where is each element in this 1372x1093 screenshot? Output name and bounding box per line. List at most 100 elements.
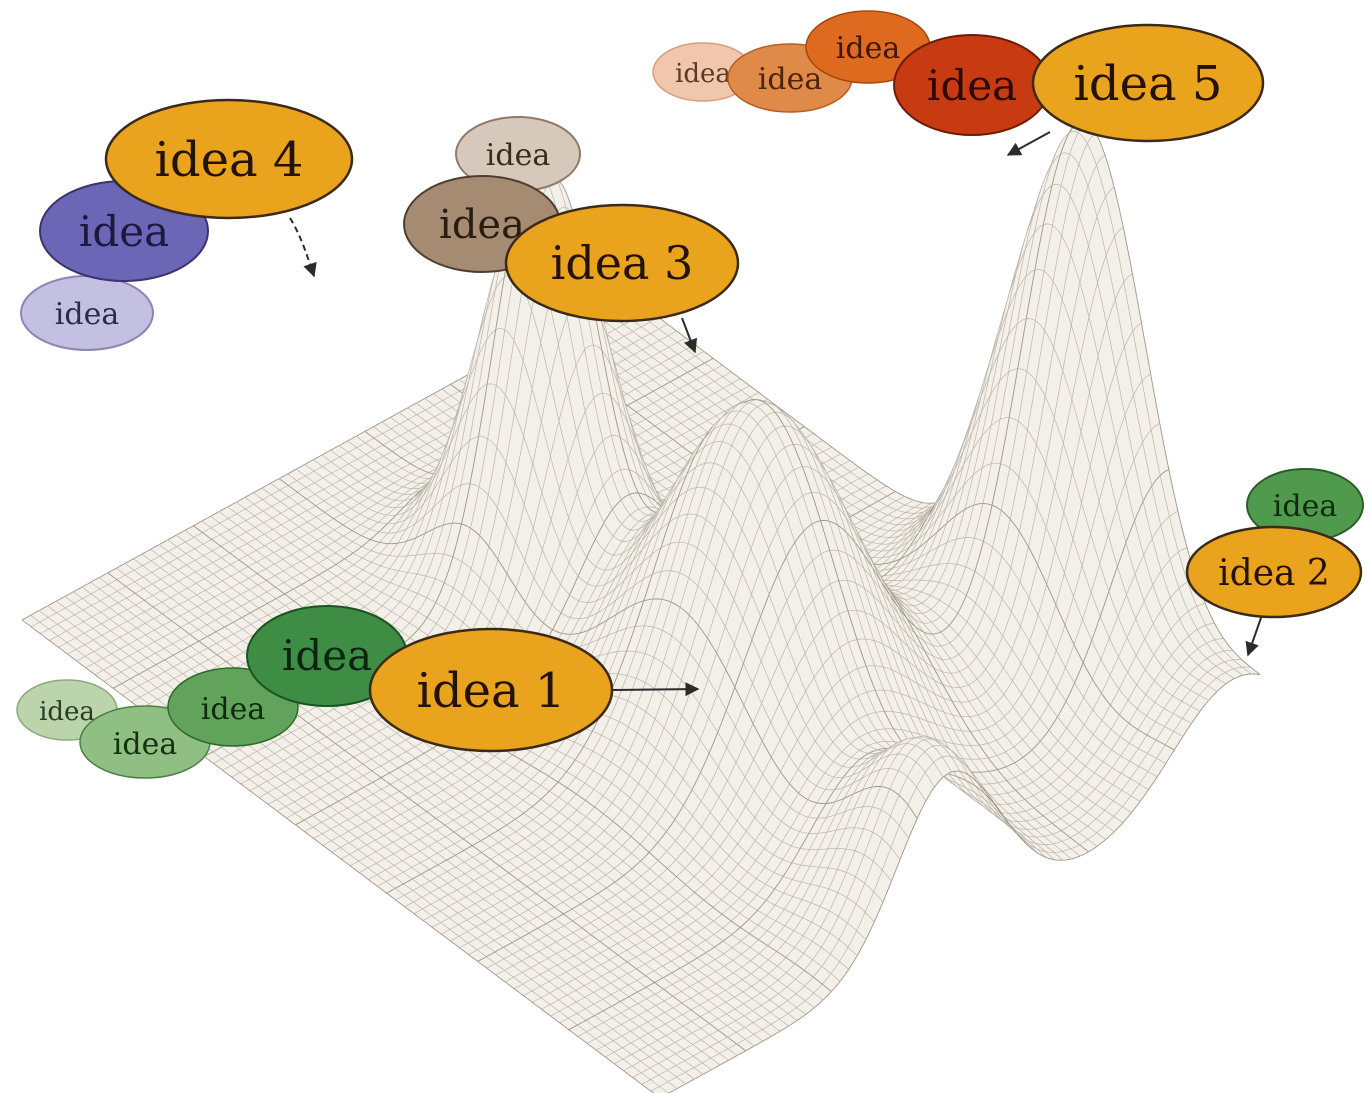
mesh-line	[401, 463, 411, 469]
mesh-line	[419, 472, 429, 478]
mesh-line	[1198, 658, 1208, 666]
mesh-line	[935, 489, 946, 511]
mesh-line	[391, 435, 401, 441]
mesh-line	[1144, 623, 1154, 640]
mesh-line	[409, 437, 419, 443]
mesh-line	[636, 456, 647, 472]
mesh-line	[1078, 812, 1088, 820]
mesh-line	[1030, 691, 1040, 707]
mesh-line	[347, 435, 357, 442]
mesh-line	[827, 481, 837, 495]
mesh-line	[1050, 776, 1060, 785]
mesh-line	[1099, 591, 1110, 617]
mesh-line	[679, 395, 689, 401]
mesh-line	[957, 595, 967, 614]
mesh-line	[988, 769, 998, 772]
mesh-line	[907, 523, 917, 534]
mesh-line	[1080, 392, 1090, 432]
mesh-line	[682, 452, 692, 459]
mesh-line	[932, 644, 942, 647]
mesh-line	[1224, 659, 1234, 663]
mesh-line	[1079, 245, 1089, 283]
mesh-line	[993, 598, 1003, 624]
mesh-line	[850, 466, 860, 473]
mesh-line	[1086, 803, 1096, 813]
mesh-line	[1000, 417, 1010, 464]
mesh-line	[1111, 736, 1121, 750]
mesh-line	[593, 344, 603, 351]
mesh-line	[1133, 380, 1143, 396]
mesh-line	[1120, 742, 1130, 756]
mesh-line	[1126, 618, 1137, 638]
mesh-line	[1036, 396, 1046, 445]
mesh-line	[650, 340, 660, 346]
mesh-line	[1133, 442, 1143, 461]
mesh-line	[974, 541, 984, 572]
mesh-line	[1066, 737, 1076, 751]
mesh-line	[1083, 678, 1093, 698]
mesh-line	[898, 532, 909, 542]
mesh-line	[955, 509, 966, 540]
mesh-line	[998, 301, 1008, 337]
mesh-line	[936, 738, 945, 742]
mesh-line	[967, 631, 977, 646]
mesh-line	[705, 381, 715, 387]
mesh-line	[872, 550, 882, 558]
mesh-line	[1031, 740, 1041, 751]
mesh-line	[875, 711, 885, 713]
mesh-line	[889, 613, 900, 625]
mesh-line	[1125, 459, 1135, 483]
mesh-line	[1207, 665, 1217, 673]
mesh-line	[1095, 810, 1105, 820]
mesh-line	[830, 613, 840, 621]
mesh-line	[847, 609, 857, 612]
mesh-line	[1165, 749, 1175, 764]
mesh-line	[419, 464, 429, 470]
mesh-line	[939, 584, 949, 601]
mesh-line	[899, 654, 909, 662]
mesh-line	[610, 396, 620, 408]
mesh-line	[1134, 501, 1144, 521]
mesh-line	[654, 420, 664, 427]
mesh-line	[1078, 825, 1088, 833]
mesh-line	[373, 433, 383, 439]
mesh-line	[1018, 430, 1028, 477]
mesh-line	[916, 515, 926, 527]
mesh-line	[991, 419, 1001, 464]
mesh-line	[842, 482, 852, 489]
mesh-line	[426, 439, 436, 445]
mesh-line	[880, 537, 890, 545]
mesh-line	[830, 580, 839, 585]
mesh-line	[1027, 840, 1037, 844]
mesh-line	[979, 743, 988, 746]
mesh-line	[1098, 397, 1108, 431]
mesh-line	[793, 443, 802, 447]
mesh-line	[894, 593, 904, 595]
mesh-line	[1071, 855, 1081, 860]
mesh-line	[1007, 789, 1016, 794]
mesh-line	[1047, 650, 1057, 673]
mesh-line	[1125, 520, 1136, 543]
mesh-line	[661, 381, 671, 387]
mesh-line	[1008, 812, 1017, 814]
mesh-line	[1178, 547, 1188, 553]
mesh-line	[952, 728, 962, 732]
mesh-line	[1070, 282, 1081, 326]
mesh-line	[978, 727, 988, 731]
mesh-line	[1109, 656, 1119, 676]
mesh-line	[1087, 818, 1097, 827]
mesh-line	[828, 520, 838, 526]
mesh-line	[859, 473, 869, 479]
mesh-line	[959, 684, 969, 688]
mesh-line	[1042, 810, 1052, 817]
mesh-line	[1074, 697, 1085, 714]
mesh-line	[1096, 839, 1106, 847]
mesh-line	[400, 430, 409, 436]
mesh-line	[1016, 249, 1026, 292]
mesh-line	[1151, 475, 1161, 487]
mesh-line	[877, 485, 887, 491]
mesh-line	[707, 415, 717, 422]
mesh-line	[1156, 744, 1166, 759]
mesh-line	[617, 370, 626, 376]
mesh-line	[1025, 818, 1035, 822]
